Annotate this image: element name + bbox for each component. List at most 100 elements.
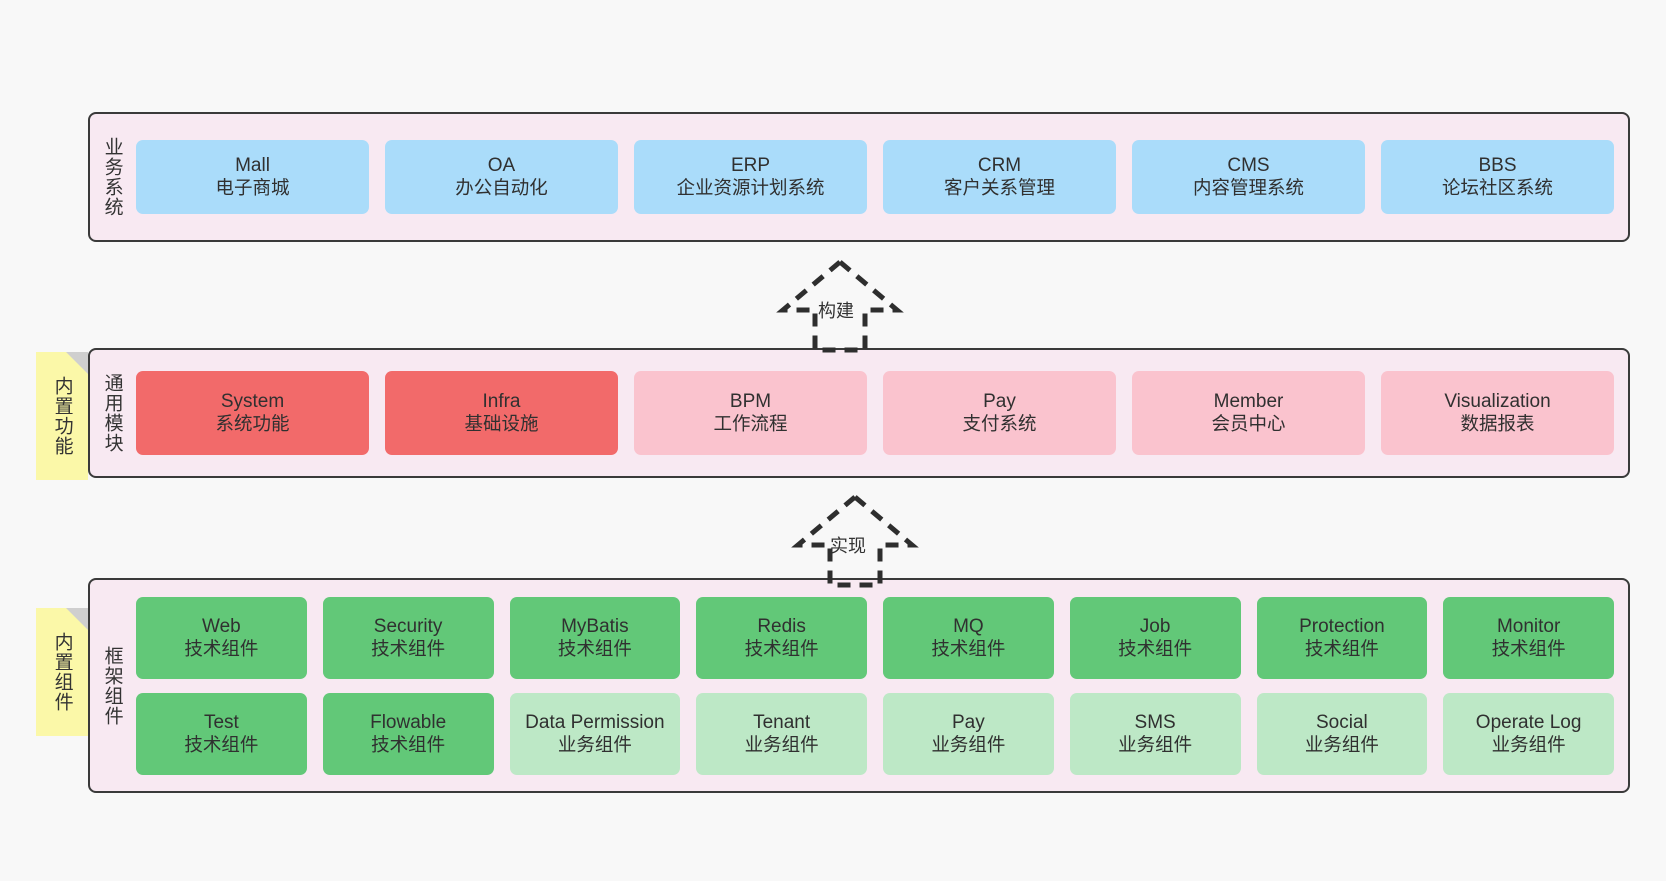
node-mybatis[interactable]: MyBatis 技术组件 (509, 596, 681, 679)
note-builtin-component: 内置组件 (36, 608, 88, 736)
node-member-cn: 会员中心 (1211, 413, 1286, 435)
node-mq-cn: 技术组件 (931, 637, 1006, 659)
node-cms-en: CMS (1227, 155, 1270, 177)
node-cms-cn: 内容管理系统 (1192, 177, 1304, 199)
note-builtin-component-label: 内置组件 (51, 632, 73, 712)
node-flowable-cn: 技术组件 (371, 733, 446, 755)
node-protection-en: Protection (1299, 615, 1385, 637)
note-fold-icon (66, 352, 88, 374)
node-system[interactable]: System 系统功能 (136, 371, 369, 455)
node-sms-en: SMS (1134, 711, 1176, 733)
node-tenant-en: Tenant (753, 711, 811, 733)
node-bpm-cn: 工作流程 (713, 413, 788, 435)
node-flowable-en: Flowable (370, 711, 447, 733)
layer-framework-component: 框架组件 Web 技术组件 Security 技术组件 MyBatis 技术组件… (88, 578, 1630, 793)
layer-common-title: 通用模块 (101, 373, 123, 453)
node-mq[interactable]: MQ 技术组件 (883, 596, 1054, 679)
node-job-cn: 技术组件 (1118, 637, 1193, 659)
node-monitor-en: Monitor (1496, 615, 1561, 637)
node-erp-en: ERP (730, 155, 771, 177)
layer-common-body: System 系统功能 Infra 基础设施 BPM 工作流程 Pay 支付系统… (134, 350, 1628, 476)
node-web[interactable]: Web 技术组件 (136, 596, 307, 679)
node-pay-component-cn: 业务组件 (931, 733, 1006, 755)
layer-business-title: 业务系统 (101, 137, 123, 217)
node-security[interactable]: Security 技术组件 (322, 596, 494, 679)
node-security-cn: 技术组件 (371, 637, 446, 659)
node-mall-cn: 电子商城 (215, 177, 290, 199)
node-crm-cn: 客户关系管理 (943, 177, 1055, 199)
node-monitor[interactable]: Monitor 技术组件 (1443, 596, 1614, 679)
node-social-en: Social (1316, 711, 1368, 733)
node-bpm[interactable]: BPM 工作流程 (634, 371, 867, 455)
node-social-cn: 业务组件 (1304, 733, 1379, 755)
node-erp[interactable]: ERP 企业资源计划系统 (634, 140, 867, 214)
node-web-en: Web (202, 615, 241, 637)
node-tenant[interactable]: Tenant 业务组件 (696, 692, 867, 775)
framework-tech-row: Web 技术组件 Security 技术组件 MyBatis 技术组件 Redi… (136, 596, 1614, 679)
node-bbs[interactable]: BBS 论坛社区系统 (1381, 140, 1614, 214)
node-web-cn: 技术组件 (184, 637, 259, 659)
note-builtin-function-label: 内置功能 (51, 376, 73, 456)
node-tenant-cn: 业务组件 (744, 733, 819, 755)
node-social[interactable]: Social 业务组件 (1256, 692, 1428, 775)
node-oa-cn: 办公自动化 (455, 177, 548, 199)
node-mall[interactable]: Mall 电子商城 (136, 140, 369, 214)
node-mq-en: MQ (953, 615, 984, 637)
node-operate-log-en: Operate Log (1475, 711, 1582, 733)
node-bbs-cn: 论坛社区系统 (1441, 177, 1553, 199)
layer-common-module: 通用模块 System 系统功能 Infra 基础设施 BPM 工作流程 Pay… (88, 348, 1630, 478)
node-security-en: Security (373, 615, 443, 637)
node-member-en: Member (1213, 391, 1284, 413)
node-test-en: Test (203, 711, 239, 733)
node-test[interactable]: Test 技术组件 (136, 692, 307, 775)
node-oa[interactable]: OA 办公自动化 (385, 140, 618, 214)
node-bbs-en: BBS (1478, 155, 1517, 177)
node-cms[interactable]: CMS 内容管理系统 (1132, 140, 1365, 214)
node-pay-component-en: Pay (952, 711, 985, 733)
node-system-cn: 系统功能 (215, 413, 290, 435)
node-pay-module[interactable]: Pay 支付系统 (883, 371, 1116, 455)
layer-business-system: 业务系统 Mall 电子商城 OA 办公自动化 ERP 企业资源计划系统 CRM… (88, 112, 1630, 242)
node-visualization-cn: 数据报表 (1460, 413, 1535, 435)
node-pay-module-en: Pay (983, 391, 1016, 413)
node-bpm-en: BPM (729, 391, 772, 413)
node-infra-en: Infra (482, 391, 521, 413)
framework-biz-row: Test 技术组件 Flowable 技术组件 Data Permission … (136, 692, 1614, 775)
node-visualization[interactable]: Visualization 数据报表 (1381, 371, 1614, 455)
node-protection-cn: 技术组件 (1304, 637, 1379, 659)
business-node-row: Mall 电子商城 OA 办公自动化 ERP 企业资源计划系统 CRM 客户关系… (136, 140, 1614, 214)
node-flowable[interactable]: Flowable 技术组件 (322, 692, 494, 775)
layer-framework-body: Web 技术组件 Security 技术组件 MyBatis 技术组件 Redi… (134, 580, 1628, 791)
node-oa-en: OA (487, 155, 516, 177)
layer-business-body: Mall 电子商城 OA 办公自动化 ERP 企业资源计划系统 CRM 客户关系… (134, 114, 1628, 240)
node-system-en: System (220, 391, 285, 413)
node-redis-en: Redis (757, 615, 806, 637)
node-crm-en: CRM (977, 155, 1022, 177)
note-builtin-function: 内置功能 (36, 352, 88, 480)
arrow-implement-label: 实现 (830, 536, 866, 556)
arrow-build-label: 构建 (818, 301, 854, 321)
node-monitor-cn: 技术组件 (1491, 637, 1566, 659)
arrow-implement: 实现 (770, 493, 940, 588)
node-member[interactable]: Member 会员中心 (1132, 371, 1365, 455)
node-redis-cn: 技术组件 (744, 637, 819, 659)
node-erp-cn: 企业资源计划系统 (676, 177, 825, 199)
node-protection[interactable]: Protection 技术组件 (1256, 596, 1428, 679)
node-test-cn: 技术组件 (184, 733, 259, 755)
node-sms[interactable]: SMS 业务组件 (1069, 692, 1241, 775)
node-mall-en: Mall (235, 155, 270, 177)
note-fold-icon (66, 608, 88, 630)
node-infra[interactable]: Infra 基础设施 (385, 371, 618, 455)
node-crm[interactable]: CRM 客户关系管理 (883, 140, 1116, 214)
arrow-build: 构建 (755, 258, 925, 353)
node-data-permission-en: Data Permission (525, 711, 665, 733)
node-data-permission[interactable]: Data Permission 业务组件 (509, 692, 681, 775)
common-node-row: System 系统功能 Infra 基础设施 BPM 工作流程 Pay 支付系统… (136, 371, 1614, 455)
node-mybatis-en: MyBatis (561, 615, 629, 637)
node-operate-log[interactable]: Operate Log 业务组件 (1443, 692, 1614, 775)
node-operate-log-cn: 业务组件 (1491, 733, 1566, 755)
node-job[interactable]: Job 技术组件 (1069, 596, 1241, 679)
node-pay-component[interactable]: Pay 业务组件 (883, 692, 1054, 775)
node-job-en: Job (1139, 615, 1171, 637)
node-redis[interactable]: Redis 技术组件 (696, 596, 867, 679)
